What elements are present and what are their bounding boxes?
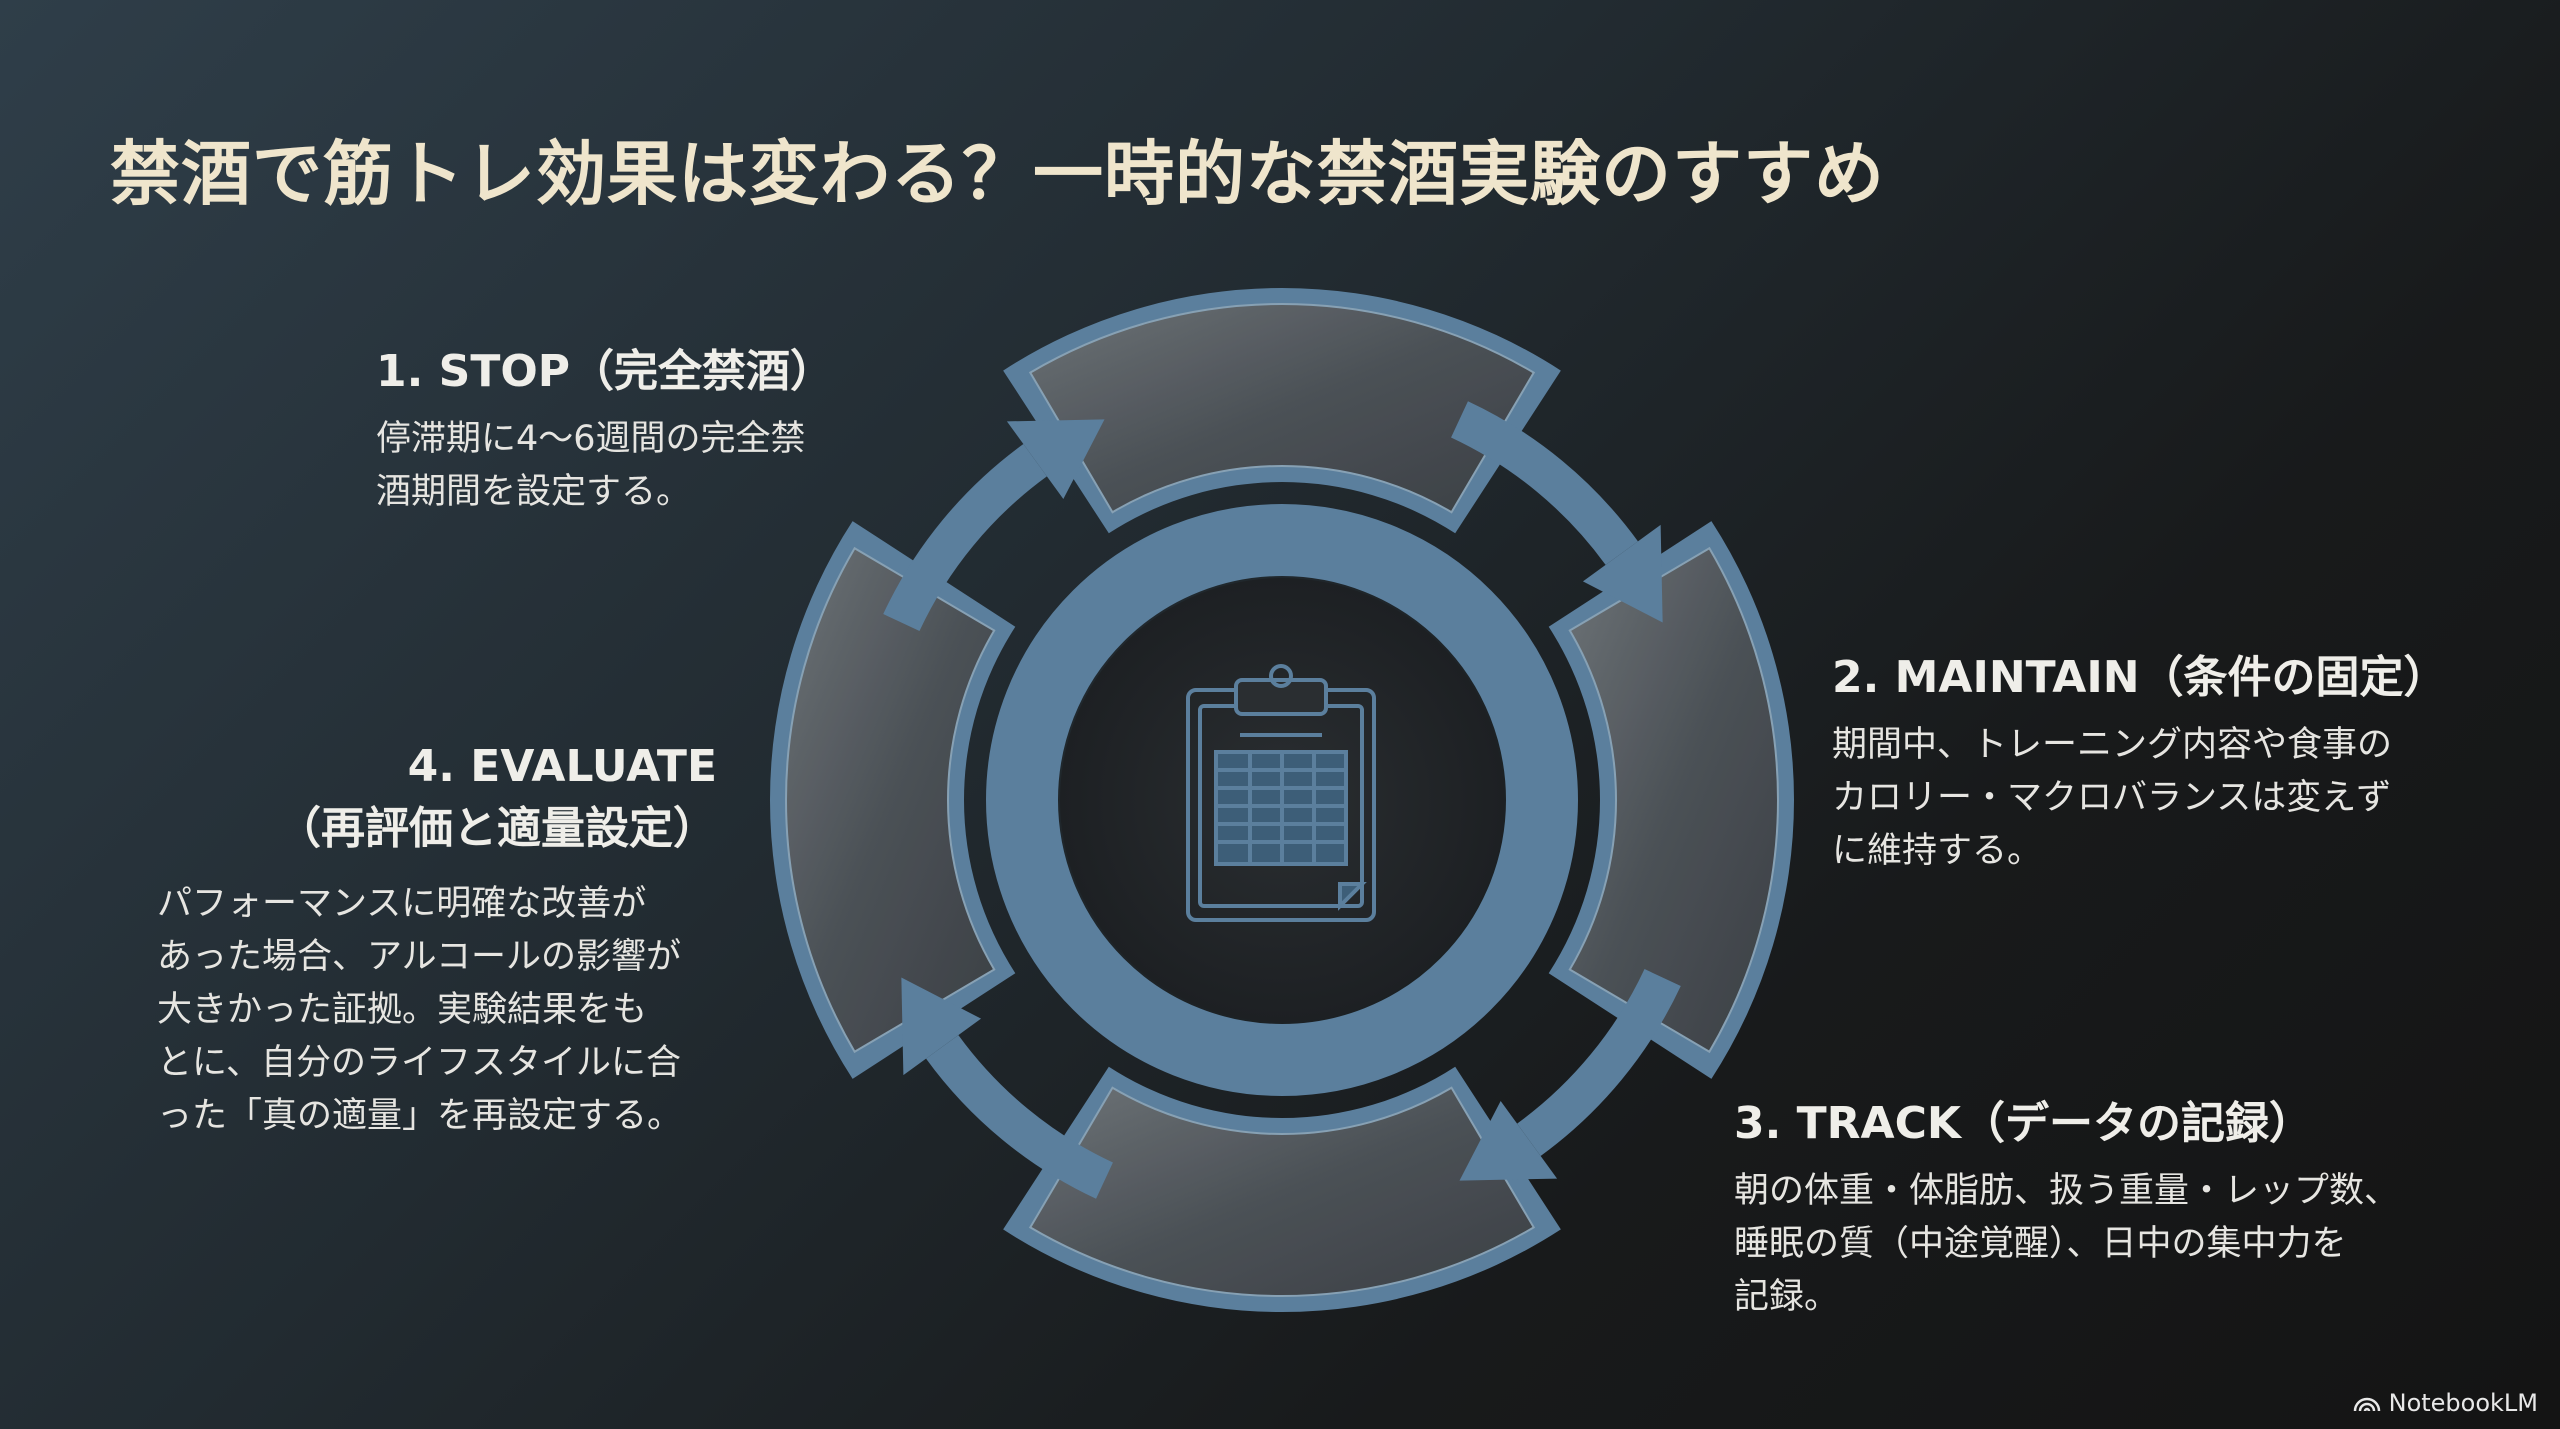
step-evaluate-heading-line1: 4. EVALUATE (407, 741, 717, 792)
center-ring (986, 504, 1578, 1096)
step-track-heading: 3. TRACK（データの記録） (1734, 1098, 2313, 1149)
segment-maintain-face (1568, 546, 1779, 1054)
step-maintain-heading: 2. MAINTAIN（条件の固定） (1832, 652, 2448, 703)
step-evaluate: 4. EVALUATE （再評価と適量設定） パフォーマンスに明確な改善が あっ… (157, 736, 717, 1143)
cycle-arrow-head-icon (1006, 419, 1105, 500)
cycle-arrow-head-icon (1459, 1100, 1558, 1181)
step-track-body: 朝の体重・体脂肪、扱う重量・レップ数、 睡眠の質（中途覚醒）、日中の集中力を 記… (1734, 1171, 2400, 1317)
step-stop: 1. STOP（完全禁酒） 停滞期に4〜6週間の完全禁 酒期間を設定する。 (376, 341, 834, 519)
segment-evaluate-face (785, 546, 996, 1054)
step-maintain: 2. MAINTAIN（条件の固定） 期間中、トレーニング内容や食事の カロリー… (1832, 647, 2448, 878)
step-maintain-body: 期間中、トレーニング内容や食事の カロリー・マクロバランスは変えず に維持する。 (1832, 725, 2393, 871)
step-evaluate-body: パフォーマンスに明確な改善が あった場合、アルコールの影響が 大きかった証拠。実… (157, 884, 683, 1136)
footer-brand: NotebookLM (2353, 1389, 2538, 1417)
cycle-arrow-head-icon (901, 977, 982, 1076)
step-stop-body: 停滞期に4〜6週間の完全禁 酒期間を設定する。 (376, 419, 806, 512)
segment-stop-face (1028, 303, 1536, 514)
notebooklm-logo-icon (2353, 1397, 2380, 1412)
step-evaluate-heading-line2: （再評価と適量設定） (277, 803, 717, 854)
page-title: 禁酒で筋トレ効果は変わる？一時的な禁酒実験のすすめ (110, 133, 1885, 215)
segment-track-face (1028, 1086, 1536, 1297)
cycle-arrow-head-icon (1582, 524, 1663, 623)
cycle-arrow-shaft (1516, 968, 1681, 1156)
cycle-arrow-shaft (926, 1034, 1114, 1199)
cycle-arrow-shaft (1450, 401, 1638, 566)
step-stop-heading: 1. STOP（完全禁酒） (376, 346, 835, 397)
step-track: 3. TRACK（データの記録） 朝の体重・体脂肪、扱う重量・レップ数、 睡眠の… (1734, 1093, 2399, 1324)
clipboard-table-icon (1186, 664, 1376, 922)
footer-brand-label: NotebookLM (2388, 1389, 2538, 1417)
cycle-arrow-shaft (883, 444, 1048, 632)
